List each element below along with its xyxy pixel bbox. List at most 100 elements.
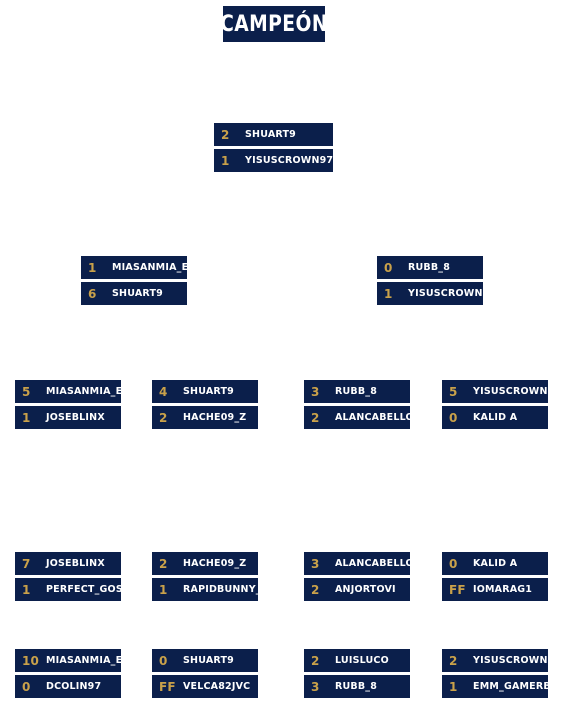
team-name: RUBB_8	[335, 681, 378, 692]
round-match: 0 SHUART9 FF VELCA82JVC	[152, 649, 258, 701]
team-name: MIASANMIA_EDD	[46, 655, 121, 666]
team-score: 0	[22, 679, 31, 694]
team-name: RUBB_8	[335, 386, 378, 397]
team-score: 2	[159, 556, 168, 571]
team-name: KALID A	[473, 558, 518, 569]
team-row: 2 LUISLUCO	[304, 649, 410, 672]
team-row: 0 DCOLIN97	[15, 675, 121, 698]
semifinal-match: 0 RUBB_8 1 YISUSCROWN97	[377, 256, 483, 308]
team-row: 0 SHUART9	[152, 649, 258, 672]
team-name: JOSEBLINX	[46, 558, 105, 569]
team-score: 7	[22, 556, 31, 571]
team-name: KALID A	[473, 412, 518, 423]
team-name: IOMARAG1	[473, 584, 533, 595]
team-row: 1 MIASANMIA_EDD	[81, 256, 187, 279]
team-name: LUISLUCO	[335, 655, 389, 666]
team-name: HACHE09_Z	[183, 412, 247, 423]
team-score: 0	[449, 410, 458, 425]
team-row: 2 ANJORTOVI	[304, 578, 410, 601]
team-row: 1 EMM_GAMERBEST	[442, 675, 548, 698]
team-score: 1	[449, 679, 458, 694]
team-score: 3	[311, 556, 320, 571]
team-score: 1	[22, 410, 31, 425]
team-name: RUBB_8	[408, 262, 451, 273]
team-score: 3	[311, 384, 320, 399]
team-row: 2 HACHE09_Z	[152, 406, 258, 429]
team-name: ALANCABELLO97	[335, 558, 410, 569]
team-name: MIASANMIA_EDD	[46, 386, 121, 397]
team-score: FF	[449, 582, 466, 597]
team-name: SHUART9	[245, 129, 296, 140]
team-row: 0 KALID A	[442, 406, 548, 429]
team-row: 2 SHUART9	[214, 123, 333, 146]
quarterfinal-match: 5YISUSCROWN97 0 KALID A	[442, 380, 548, 432]
team-row: 7 JOSEBLINX	[15, 552, 121, 575]
team-score: FF	[159, 679, 176, 694]
team-row: 3 RUBB_8	[304, 380, 410, 403]
team-score: 0	[384, 260, 393, 275]
team-row: 1 JOSEBLINX	[15, 406, 121, 429]
round-match: 2 LUISLUCO 3 RUBB_8	[304, 649, 410, 701]
team-name: YISUSCROWN97	[408, 288, 483, 299]
quarterfinal-match: 5 MIASANMIA_EDD 1 JOSEBLINX	[15, 380, 121, 432]
team-row: 2 HACHE09_Z	[152, 552, 258, 575]
team-row: FF IOMARAG1	[442, 578, 548, 601]
team-row: 4 SHUART9	[152, 380, 258, 403]
team-score: 10	[22, 653, 40, 668]
team-name: VELCA82JVC	[183, 681, 251, 692]
team-row: 1 PERFECT_GOSTH10	[15, 578, 121, 601]
team-name: RAPIDBUNNY_	[183, 584, 258, 595]
team-score: 1	[22, 582, 31, 597]
quarterfinal-match: 3 RUBB_8 2 ALANCABELLO97	[304, 380, 410, 432]
team-row: FF VELCA82JVC	[152, 675, 258, 698]
team-score: 2	[311, 653, 320, 668]
team-score: 4	[159, 384, 168, 399]
team-score: 0	[159, 653, 168, 668]
team-score: 1	[384, 286, 393, 301]
team-row: 3 ALANCABELLO97	[304, 552, 410, 575]
team-name: EMM_GAMERBEST	[473, 681, 548, 692]
team-name: ANJORTOVI	[335, 584, 396, 595]
team-row: 5YISUSCROWN97	[442, 380, 548, 403]
team-row: 5 MIASANMIA_EDD	[15, 380, 121, 403]
round-match: 2 YISUSCROWN97 1 EMM_GAMERBEST	[442, 649, 548, 701]
team-score: 2	[221, 127, 230, 142]
round-match: 10 MIASANMIA_EDD 0 DCOLIN97	[15, 649, 121, 701]
team-row: 10 MIASANMIA_EDD	[15, 649, 121, 672]
team-name: YISUSCROWN97	[473, 655, 548, 666]
champion-title: CAMPEÓN	[220, 6, 327, 42]
team-name: ALANCABELLO97	[335, 412, 410, 423]
team-row: 3 RUBB_8	[304, 675, 410, 698]
team-name: SHUART9	[112, 288, 163, 299]
team-score: 5	[22, 384, 31, 399]
round-match: 3 ALANCABELLO97 2 ANJORTOVI	[304, 552, 410, 604]
team-score: 2	[449, 653, 458, 668]
team-name: PERFECT_GOSTH10	[46, 584, 121, 595]
team-name: DCOLIN97	[46, 681, 102, 692]
team-row: 2 ALANCABELLO97	[304, 406, 410, 429]
team-name: SHUART9	[183, 655, 234, 666]
team-row: 0 RUBB_8	[377, 256, 483, 279]
team-score: 2	[159, 410, 168, 425]
team-name: SHUART9	[183, 386, 234, 397]
team-score: 2	[311, 582, 320, 597]
team-name: JOSEBLINX	[46, 412, 105, 423]
team-score: 1	[221, 153, 230, 168]
quarterfinal-match: 4 SHUART9 2 HACHE09_Z	[152, 380, 258, 432]
team-name: YISUSCROWN97	[473, 386, 548, 397]
round-match: 7 JOSEBLINX 1 PERFECT_GOSTH10	[15, 552, 121, 604]
team-row: 2 YISUSCROWN97	[442, 649, 548, 672]
team-name: HACHE09_Z	[183, 558, 247, 569]
team-name: MIASANMIA_EDD	[112, 262, 187, 273]
team-score: 3	[311, 679, 320, 694]
team-score: 2	[311, 410, 320, 425]
team-score: 1	[88, 260, 97, 275]
